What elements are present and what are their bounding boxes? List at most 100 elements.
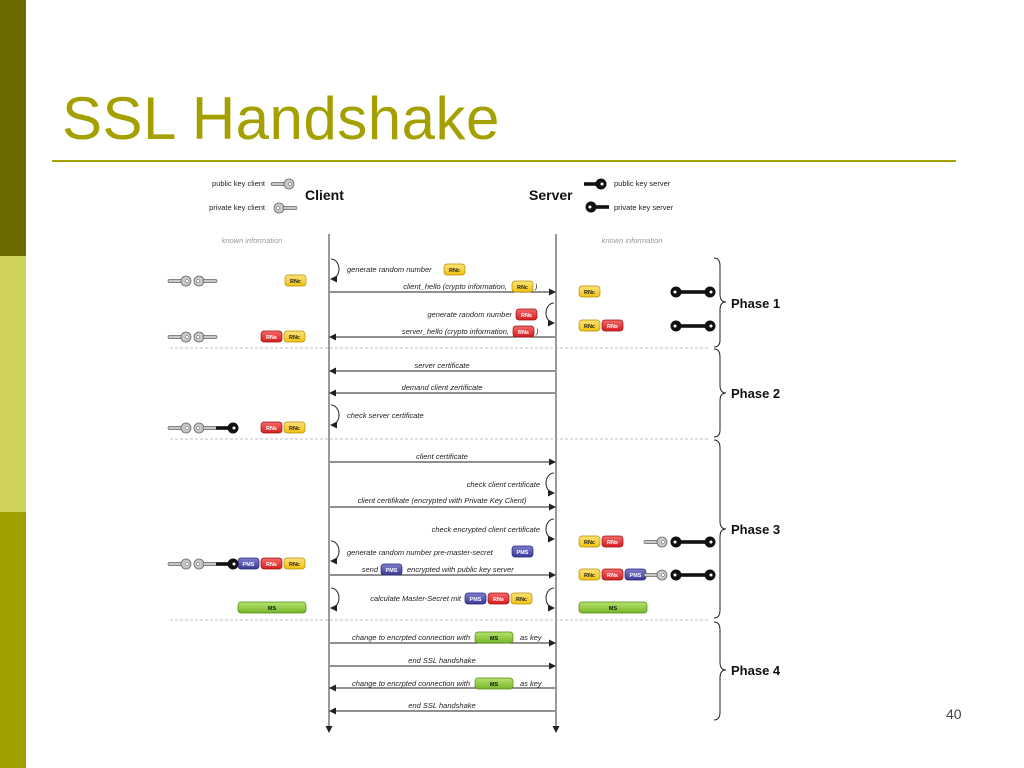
rn-client-token: RNc [443,263,466,276]
ms-token: MS [474,631,514,644]
svg-text:RNc: RNc [584,573,595,579]
svg-text:RNc: RNc [289,426,300,432]
sidebar-block-dark [0,0,26,256]
public-key-server-icon [216,558,239,570]
svg-text:MS: MS [490,636,499,642]
svg-text:PMS: PMS [243,562,255,568]
known-info-server: known information [602,236,663,245]
self-loop-server [545,518,555,543]
sidebar-block-light [0,256,26,512]
svg-text:RNs: RNs [493,597,504,603]
rn-client-token: RNc [283,330,306,343]
private-key-server-icon [585,201,609,213]
msg-end-ssl-client: end SSL handshake [408,656,475,665]
public-key-client-icon [643,536,668,548]
phase-1-label: Phase 1 [731,296,780,311]
svg-text:RNs: RNs [266,335,277,341]
self-loop-server [545,587,555,612]
phase-4-label: Phase 4 [731,663,781,678]
rn-server-token: RNs [260,557,283,570]
msg-gen-rn-client: generate random number [347,265,432,274]
ms-token: MS [474,677,514,690]
legend-private-key-client: private key client [209,203,266,212]
private-key-client-icon [193,558,218,570]
pms-token: PMS [511,545,534,558]
msg-end-ssl-server: end SSL handshake [408,701,475,710]
msg-client-hello: client_hello (crypto information, [403,282,507,291]
svg-text:RNs: RNs [266,562,277,568]
svg-text:RNs: RNs [607,573,618,579]
page-number: 40 [946,706,962,722]
private-key-client-icon [193,422,218,434]
public-key-client-icon [167,331,192,343]
pms-token: PMS [464,592,487,605]
msg-server-certificate: server certificate [414,361,469,370]
phase-1-brace [713,257,727,348]
sidebar-block-medium [0,512,26,768]
msg-client-certifikate: client certifikate (encrypted with Priva… [358,496,527,505]
msg-check-client-cert: check client certificate [467,480,540,489]
msg-check-encrypted-cert: check encrypted client certificate [432,525,540,534]
rn-client-token: RNc [578,319,601,332]
svg-text:MS: MS [268,606,277,612]
rn-server-token: RNs [601,568,624,581]
svg-text:PMS: PMS [386,568,398,574]
svg-text:RNc: RNc [289,562,300,568]
rn-client-token: RNc [510,592,533,605]
msg-gen-pms: generate random number pre-master-secret [347,548,494,557]
svg-text:PMS: PMS [517,550,529,556]
private-key-client-icon [193,275,218,287]
msg-client-certificate: client certificate [416,452,468,461]
svg-text:PMS: PMS [630,573,642,579]
msg-send-encrypted: encrypted with public key server [407,565,514,574]
legend-public-key-server: public key server [614,179,671,188]
rn-client-token: RNc [578,285,601,298]
self-loop-server [545,302,555,327]
svg-text:RNc: RNc [290,279,301,285]
svg-text:MS: MS [609,606,618,612]
private-key-client-icon [273,202,298,214]
known-info-client: known information [222,236,283,245]
server-key-pair-icon [670,569,716,581]
msg-close-paren: ) [535,327,539,336]
msg-as-key: as key [520,633,543,642]
svg-text:RNc: RNc [584,290,595,296]
self-loop-client [330,258,340,283]
server-key-pair-icon [670,320,716,332]
rn-server-token: RNs [601,319,624,332]
svg-text:RNs: RNs [266,426,277,432]
rn-server-token: RNs [601,535,624,548]
rn-server-token: RNs [260,421,283,434]
slide-title: SSL Handshake [62,85,500,152]
public-key-client-icon [167,275,192,287]
rn-server-token: RNs [515,308,538,321]
public-key-client-icon [167,422,192,434]
msg-change-server: change to encrpted connection with [352,679,470,688]
pms-token: PMS [380,563,403,576]
server-key-pair-icon [670,536,716,548]
ms-token: MS [578,601,648,614]
private-key-client-icon [193,331,218,343]
msg-change-client: change to encrpted connection with [352,633,470,642]
svg-text:MS: MS [490,682,499,688]
svg-text:RNc: RNc [584,324,595,330]
phase-3-brace [713,439,727,619]
rn-client-token: RNc [283,557,306,570]
ms-token: MS [237,601,307,614]
public-key-client-icon [167,558,192,570]
svg-text:RNs: RNs [518,330,529,336]
svg-text:RNs: RNs [521,313,532,319]
self-loop-client [330,404,340,429]
sidebar-decoration [0,0,26,768]
client-label: Client [305,187,344,203]
public-key-client-icon [270,178,295,190]
msg-demand-client-cert: demand client zertificate [402,383,483,392]
svg-text:RNc: RNc [516,597,527,603]
svg-text:RNc: RNc [449,268,460,274]
self-loop-client [330,540,340,565]
phase-4-brace [713,621,727,721]
rn-server-token: RNs [260,330,283,343]
svg-text:PMS: PMS [470,597,482,603]
msg-check-server-cert: check server certificate [347,411,424,420]
